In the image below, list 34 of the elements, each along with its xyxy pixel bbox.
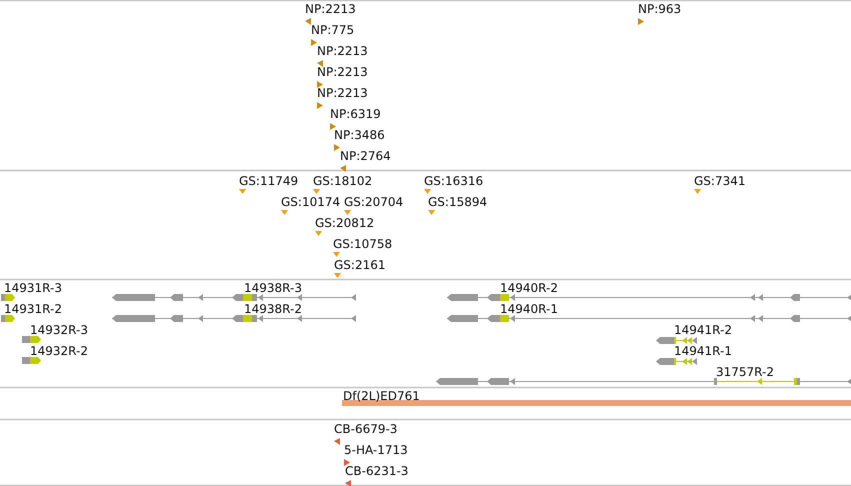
feature-label: CB-6231-3 [345,464,408,478]
feature-label: NP:2213 [317,65,368,79]
feature-label: NP:2213 [317,86,368,100]
feature-label: 14938R-2 [244,302,302,316]
feature-label: NP:6319 [330,107,381,121]
feature-label: 31757R-2 [716,365,774,379]
feature-label: Df(2L)ED761 [343,389,420,403]
feature-label: 14938R-3 [244,281,302,295]
feature-label: GS:7341 [694,174,746,188]
feature-label: GS:16316 [424,174,484,188]
feature-label: GS:11749 [239,174,298,188]
feature-label: GS:15894 [428,195,488,209]
feature-label: 14940R-2 [500,281,558,295]
feature-label: GS:2161 [334,258,386,272]
feature-label: NP:2213 [317,44,368,58]
feature-label: NP:775 [311,23,354,37]
feature-label: GS:10758 [333,237,392,251]
feature-label: 14932R-2 [30,344,88,358]
feature-label: NP:3486 [334,128,385,142]
feature-label: GS:20812 [315,216,374,230]
feature-label: 14940R-1 [500,302,558,316]
feature-label: 14941R-2 [674,323,732,337]
feature-label: 14941R-1 [674,344,732,358]
feature-label: GS:20704 [344,195,404,209]
feature-label: 14932R-3 [30,323,88,337]
feature-label: GS:10174 [281,195,340,209]
feature-label: CB-6679-3 [334,422,398,436]
feature-label: GS:18102 [313,174,372,188]
feature-label: 14931R-2 [4,302,62,316]
feature-label: NP:963 [638,2,682,16]
feature-label: 5-HA-1713 [344,443,408,457]
feature-label: 14931R-3 [4,281,62,295]
feature-label: NP:2764 [340,149,391,163]
feature-label: NP:2213 [305,2,356,16]
